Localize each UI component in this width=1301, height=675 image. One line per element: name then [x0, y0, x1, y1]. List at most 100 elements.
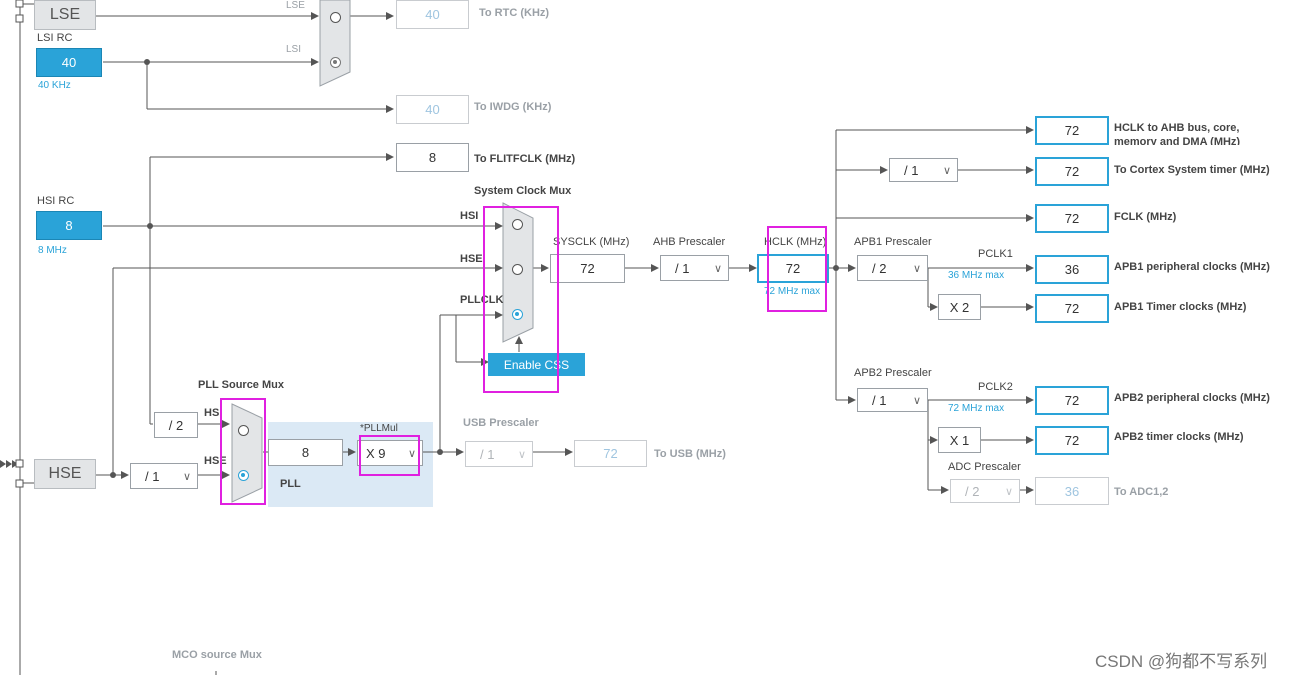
highlight-hclk — [767, 226, 827, 312]
rtc-mux — [319, 0, 351, 87]
adc-prescaler-select[interactable]: / 2 ∨ — [950, 479, 1020, 503]
hclk-label: HCLK (MHz) — [764, 236, 827, 248]
apb1-timer-value: 72 — [1035, 294, 1109, 323]
pclk2-label: PCLK2 — [978, 381, 1013, 393]
apb1-timer-label: APB1 Timer clocks (MHz) — [1114, 301, 1247, 313]
apb1-prescaler-value: / 2 — [872, 260, 887, 276]
ahb-prescaler-value: / 1 — [675, 260, 690, 276]
adc-prescaler-label: ADC Prescaler — [948, 461, 1021, 473]
usb-prescaler-value: / 1 — [480, 446, 495, 462]
apb1-periph-label: APB1 peripheral clocks (MHz) — [1114, 261, 1270, 273]
pll-mux-hse-radio[interactable] — [238, 470, 249, 481]
pllmul-select[interactable]: X 9 ∨ — [357, 440, 423, 466]
adc-prescaler-value: / 2 — [965, 483, 980, 499]
cortex-value: 72 — [1035, 157, 1109, 186]
sysclk-label: SYSCLK (MHz) — [553, 236, 630, 248]
cortex-div-select[interactable]: / 1 ∨ — [889, 158, 958, 182]
sysclk-mux-pllclk-label: PLLCLK — [460, 294, 504, 306]
usb-prescaler-label: USB Prescaler — [463, 417, 539, 429]
usb-value: 72 — [574, 440, 647, 467]
chevron-down-icon: ∨ — [517, 448, 526, 461]
rtc-value: 40 — [396, 0, 469, 29]
iwdg-value: 40 — [396, 95, 469, 124]
apb2-timer-mul: X 1 — [938, 427, 981, 453]
sysclk-mux-hsi-radio[interactable] — [512, 219, 523, 230]
rtc-mux-lsi-label: LSI — [286, 44, 302, 55]
lsi-rc-label: LSI RC — [37, 32, 73, 44]
hsi-value: 8 — [36, 211, 102, 240]
apb2-timer-label: APB2 timer clocks (MHz) — [1114, 431, 1244, 443]
hse-prediv-select[interactable]: / 1 ∨ — [130, 463, 198, 489]
apb1-timer-mul: X 2 — [938, 294, 981, 320]
sysclk-value: 72 — [550, 254, 625, 283]
hse-source[interactable]: HSE — [34, 459, 96, 489]
ahb-prescaler-select[interactable]: / 1 ∨ — [660, 255, 729, 281]
apb2-timer-value: 72 — [1035, 426, 1109, 455]
ahb-prescaler-label: AHB Prescaler — [653, 236, 726, 248]
mco-source-mux-label: MCO source Mux — [172, 649, 262, 661]
sysclk-mux-hse-label: HSE — [460, 253, 483, 265]
rtc-mux-lse-radio[interactable] — [330, 12, 341, 23]
rtc-label: To RTC (KHz) — [479, 7, 550, 19]
lsi-value: 40 — [36, 48, 102, 77]
chevron-down-icon: ∨ — [912, 262, 921, 275]
iwdg-label: To IWDG (KHz) — [474, 101, 552, 113]
cortex-div-value: / 1 — [904, 162, 919, 178]
highlight-system-clock-mux — [483, 206, 559, 393]
flitf-value: 8 — [396, 143, 469, 172]
pllmul-value: X 9 — [366, 445, 386, 461]
enable-css-button[interactable]: Enable CSS — [488, 353, 585, 376]
pclk2-max: 72 MHz max — [948, 403, 1005, 414]
hsi-freq: 8 MHz — [38, 245, 67, 256]
rtc-mux-lsi-radio[interactable] — [330, 57, 341, 68]
pll-source-mux-label: PLL Source Mux — [198, 379, 284, 391]
chevron-down-icon: ∨ — [407, 447, 416, 460]
usb-label: To USB (MHz) — [654, 448, 726, 460]
system-clock-mux-label: System Clock Mux — [474, 185, 572, 197]
sysclk-mux-pllclk-radio[interactable] — [512, 309, 523, 320]
apb2-prescaler-select[interactable]: / 1 ∨ — [857, 388, 928, 412]
flitf-label: To FLITFCLK (MHz) — [474, 153, 576, 165]
pll-mux-hsi-label: HSI — [204, 407, 223, 419]
hsi-rc-label: HSI RC — [37, 195, 75, 207]
chevron-down-icon: ∨ — [912, 394, 921, 407]
hclk-ahb-label: HCLK to AHB bus, core, memory and DMA (M… — [1114, 122, 1241, 145]
sysclk-mux-hse-radio[interactable] — [512, 264, 523, 275]
fclk-value: 72 — [1035, 204, 1109, 233]
apb2-prescaler-label: APB2 Prescaler — [854, 367, 932, 379]
pll-value: 8 — [268, 439, 343, 466]
cortex-label: To Cortex System timer (MHz) — [1114, 164, 1270, 176]
hsi-div2: / 2 — [154, 412, 198, 438]
adc-value: 36 — [1035, 477, 1109, 505]
chevron-down-icon: ∨ — [713, 262, 722, 275]
chevron-down-icon: ∨ — [182, 470, 191, 483]
lsi-freq: 40 KHz — [38, 80, 71, 91]
sysclk-mux-hsi-label: HSI — [460, 210, 479, 222]
watermark: CSDN @狗都不写系列 — [1095, 652, 1268, 671]
apb1-prescaler-select[interactable]: / 2 ∨ — [857, 255, 928, 281]
hclk-input[interactable]: 72 — [757, 254, 829, 283]
chevron-down-icon: ∨ — [942, 164, 951, 177]
pclk1-max: 36 MHz max — [948, 270, 1005, 281]
pll-mux-hsi-radio[interactable] — [238, 425, 249, 436]
usb-prescaler-select[interactable]: / 1 ∨ — [465, 441, 533, 467]
rtc-mux-lse-label: LSE — [286, 0, 305, 11]
hse-prediv-value: / 1 — [145, 468, 160, 484]
fclk-label: FCLK (MHz) — [1114, 211, 1177, 223]
apb1-prescaler-label: APB1 Prescaler — [854, 236, 932, 248]
pll-label: PLL — [280, 478, 301, 490]
apb1-periph-value: 36 — [1035, 255, 1109, 284]
chevron-down-icon: ∨ — [1004, 485, 1013, 498]
pllmul-label: *PLLMul — [360, 423, 398, 434]
apb2-periph-label: APB2 peripheral clocks (MHz) — [1114, 392, 1270, 404]
apb2-prescaler-value: / 1 — [872, 392, 887, 408]
pclk1-label: PCLK1 — [978, 248, 1013, 260]
apb2-periph-value: 72 — [1035, 386, 1109, 415]
adc-label: To ADC1,2 — [1114, 486, 1169, 498]
highlight-pllmul — [359, 435, 420, 476]
hclk-ahb-value: 72 — [1035, 116, 1109, 145]
lse-source[interactable]: LSE — [34, 0, 96, 30]
highlight-pll-source-mux — [220, 398, 266, 505]
hclk-max: 72 MHz max — [764, 286, 821, 297]
